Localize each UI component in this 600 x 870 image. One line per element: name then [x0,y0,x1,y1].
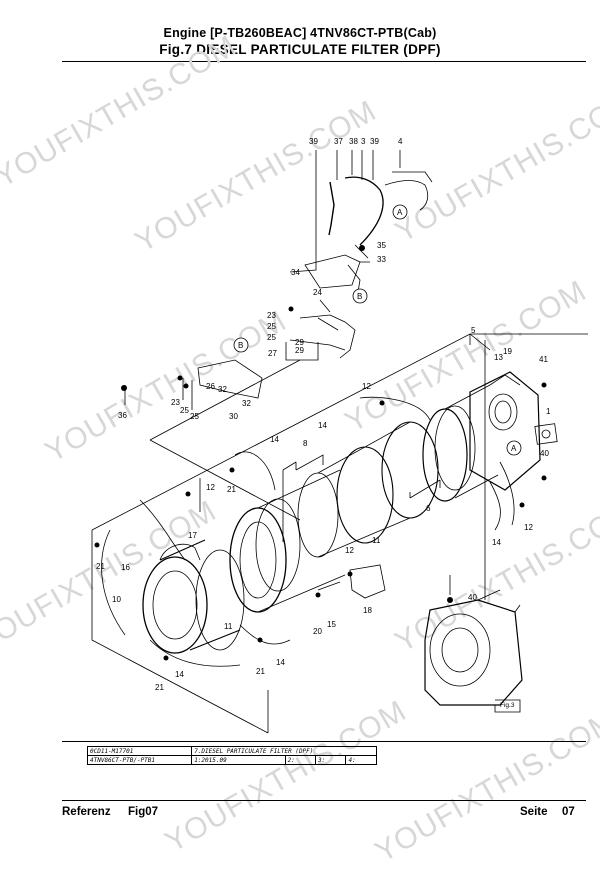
table-cell: 4TNV86CT-PTB/-PTB1 [86,755,193,765]
callout-label: 16 [121,563,130,572]
drawing-lines [91,150,588,734]
callout-label: 12 [206,483,215,492]
callout-label: 36 [118,411,127,420]
table-row: 0CD11-M17701 7.DIESEL PARTICULATE FILTER… [86,746,377,756]
callout-label: 21 [256,667,265,676]
callout-label: 21 [155,683,164,692]
callout-label: 26 [206,382,215,391]
callout-label: Fig.3 [500,702,515,709]
footer-rule [62,800,586,801]
callout-label: 35 [377,241,386,250]
callout-label: 27 [268,349,277,358]
callout-label: 12 [362,382,371,391]
callout-label: 14 [175,670,184,679]
callout-label: 25 [190,412,199,421]
callout-label: 33 [377,255,386,264]
callout-label: 14 [276,658,285,667]
callout-label: 19 [503,347,512,356]
callout-label: 10 [112,595,121,604]
table-top-rule [62,741,586,742]
callout-label: 14 [270,435,279,444]
callout-label: 12 [345,546,354,555]
callout-label: 24 [313,288,322,297]
table-cell: 7.DIESEL PARTICULATE FILTER (DPF) [191,746,377,756]
callout-label: 37 [334,137,343,146]
callout-label: 1 [546,407,551,416]
callout-label: 29 [295,346,304,355]
figure-title: Fig.7 DIESEL PARTICULATE FILTER (DPF) [159,42,441,57]
callout-label: 41 [539,355,548,364]
table-cell: 0CD11-M17701 [86,746,193,756]
callout-label: 34 [291,268,300,277]
callout-label: A [397,208,403,217]
callout-label: 6 [426,504,431,513]
callout-label: 15 [327,620,336,629]
footer-page-label: Seite [520,806,548,818]
callout-label: 25 [267,333,276,342]
callout-label: 21 [96,562,105,571]
header-rule [62,61,586,62]
callout-label: 20 [313,627,322,636]
callout-label: 23 [171,398,180,407]
engine-model-header: Engine [P-TB260BEAC] 4TNV86CT-PTB(Cab) [163,26,437,40]
table-row: 4TNV86CT-PTB/-PTB1 1:2015.09 2: 3: 4: [86,755,377,765]
callout-label: 12 [524,523,533,532]
callout-label: 11 [224,622,233,631]
callout-label: 40 [468,593,477,602]
callout-label: 23 [267,311,276,320]
callout-label: 13 [494,353,503,362]
callout-label: 40 [540,449,549,458]
callout-label: 8 [303,439,308,448]
drawing-reference-table: 0CD11-M17701 7.DIESEL PARTICULATE FILTER… [86,746,377,765]
callout-label: 25 [267,322,276,331]
callout-label: 38 [349,137,358,146]
callout-label: 17 [188,531,197,540]
footer-reference-value: Fig07 [128,806,159,818]
callout-label: 14 [492,538,501,547]
table-cell: 3: [315,755,347,765]
footer-page-value: 07 [562,806,575,818]
callout-label: A [511,444,517,453]
callout-label: 4 [398,137,403,146]
reference-circles [233,204,522,456]
callout-label: B [238,341,243,350]
table-cell: 1:2015.09 [191,755,286,765]
callout-label: 11 [372,536,381,545]
callout-label: 32 [218,385,227,394]
callout-label: 39 [309,137,318,146]
callout-label: 5 [471,326,476,335]
callout-label: 3 [361,137,366,146]
table-cell: 2: [284,755,317,765]
table-cell: 4: [345,755,377,765]
callout-label: 14 [318,421,327,430]
callout-label: 39 [370,137,379,146]
callout-label: 25 [180,406,189,415]
fasteners [94,245,547,661]
callout-label: 32 [242,399,251,408]
callout-label: 21 [227,485,236,494]
callout-label: 30 [229,412,238,421]
footer-reference-label: Referenz [62,806,111,818]
callout-label: 18 [363,606,372,615]
callout-label: B [357,292,362,301]
callout-label: 29 [295,338,304,347]
